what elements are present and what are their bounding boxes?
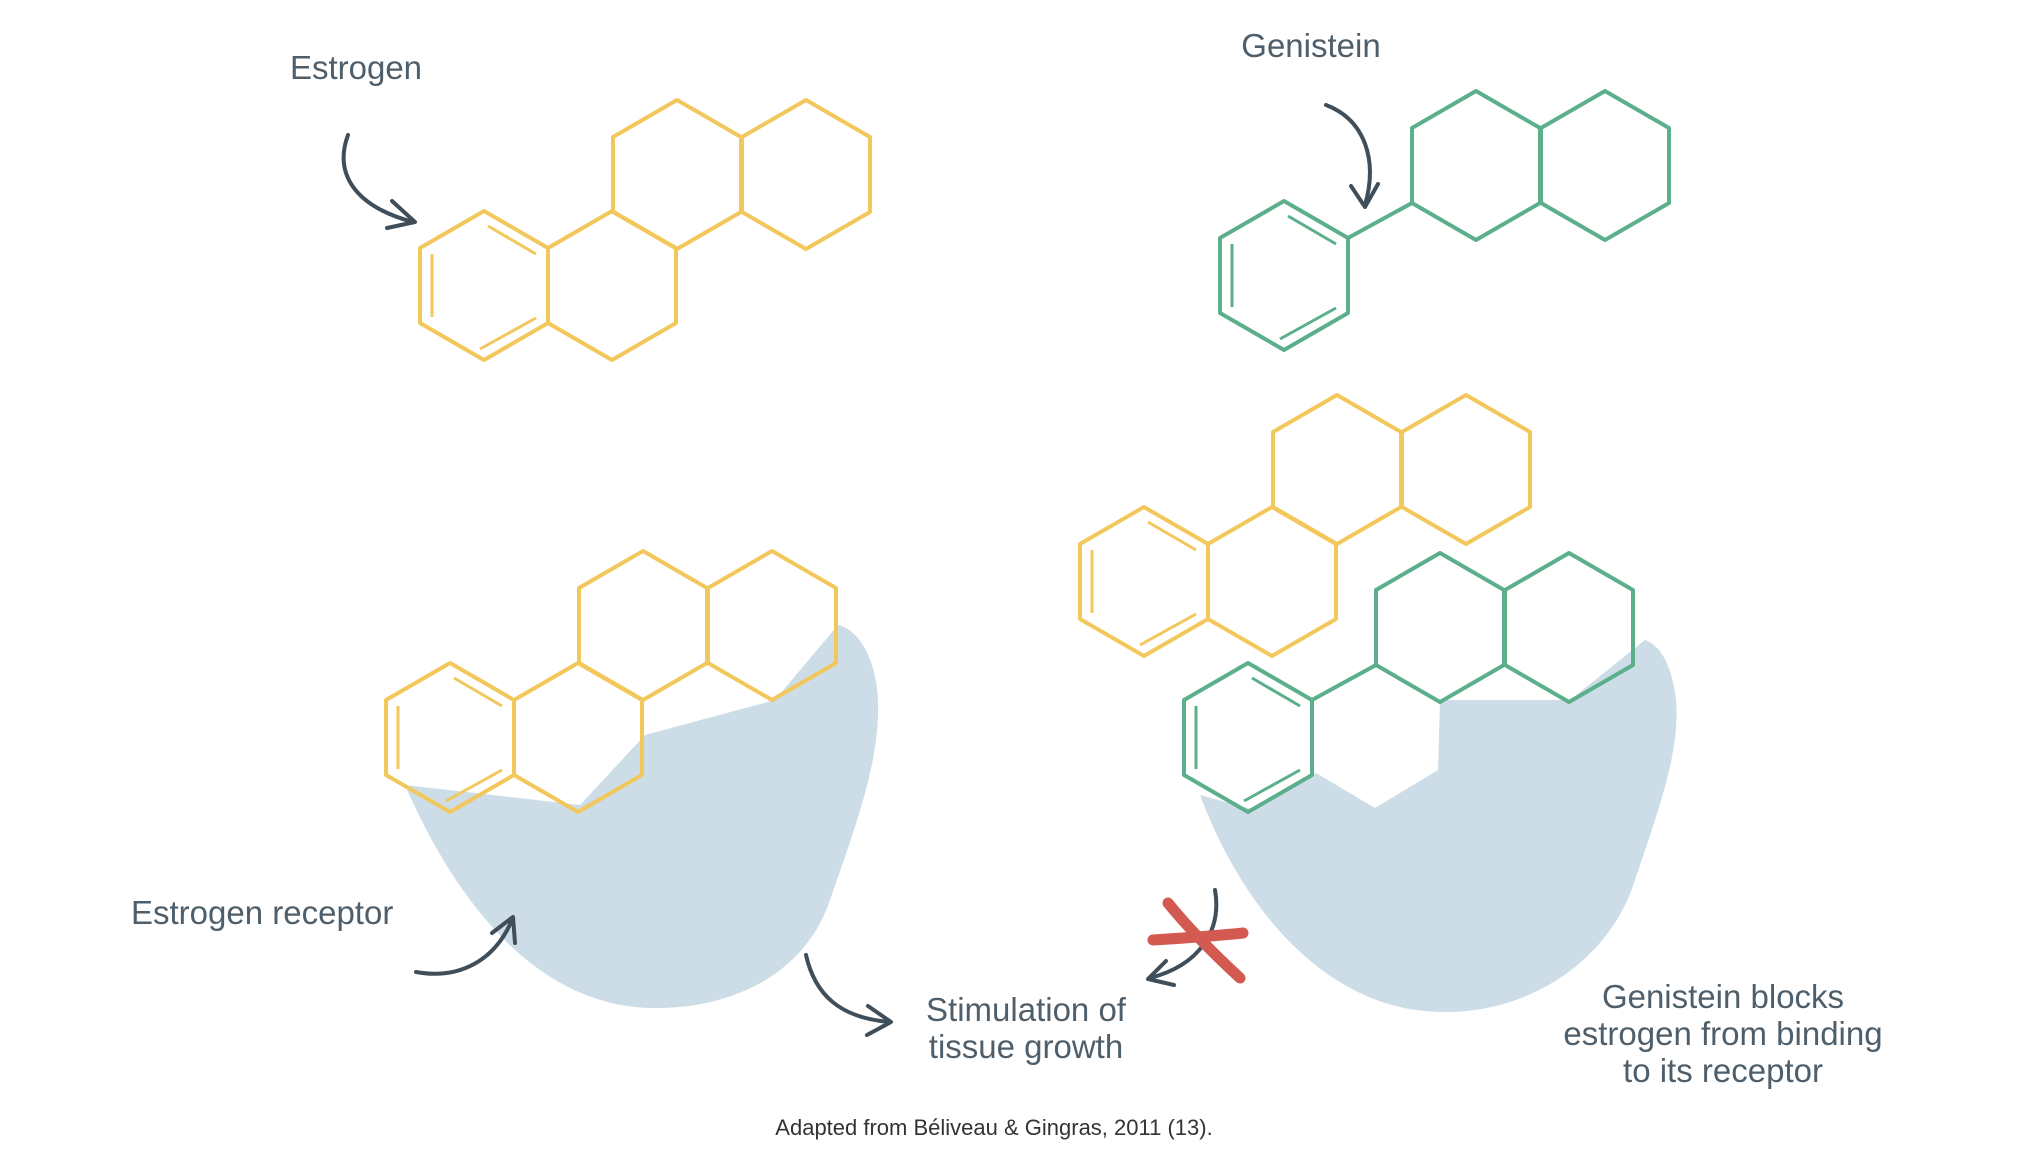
source-caption: Adapted from Béliveau & Gingras, 2011 (1… xyxy=(775,1115,1212,1140)
estrogen-receptor-label-arrowhead xyxy=(490,915,517,945)
estrogen-receptor-label: Estrogen receptor xyxy=(131,894,393,931)
genistein-label-arrowhead xyxy=(1349,182,1380,209)
estrogen-label-arrow xyxy=(341,133,415,224)
blocked-stimulation-arrowhead xyxy=(1146,959,1176,987)
estrogen-receptor-shape-left xyxy=(405,625,879,1009)
blocked-cross-icon xyxy=(1147,897,1249,984)
genistein-blocks-label-line3: to its receptor xyxy=(1623,1052,1823,1089)
genistein-blocks-label-line1: Genistein blocks xyxy=(1602,978,1844,1015)
estrogen-receptor-shape-right xyxy=(1200,640,1677,1013)
estrogen-receptor-label-arrow xyxy=(414,918,514,976)
genistein-molecule-free xyxy=(1218,89,1671,352)
stimulation-arrowhead xyxy=(865,1004,893,1037)
genistein-molecule-bound xyxy=(1182,551,1635,814)
stimulation-label-line2: tissue growth xyxy=(929,1028,1123,1065)
genistein-label-arrow xyxy=(1324,103,1372,207)
estrogen-molecule-displaced xyxy=(1078,393,1532,658)
estrogen-label-arrowhead xyxy=(385,199,417,230)
genistein-label: Genistein xyxy=(1241,27,1380,64)
estrogen-molecule-free xyxy=(418,98,872,362)
estrogen-label: Estrogen xyxy=(290,49,422,86)
genistein-blocks-label-line2: estrogen from binding xyxy=(1563,1015,1882,1052)
estrogen-molecule-bound xyxy=(384,549,838,814)
stimulation-label-line1: Stimulation of xyxy=(926,991,1127,1028)
stimulation-arrow xyxy=(804,953,892,1024)
